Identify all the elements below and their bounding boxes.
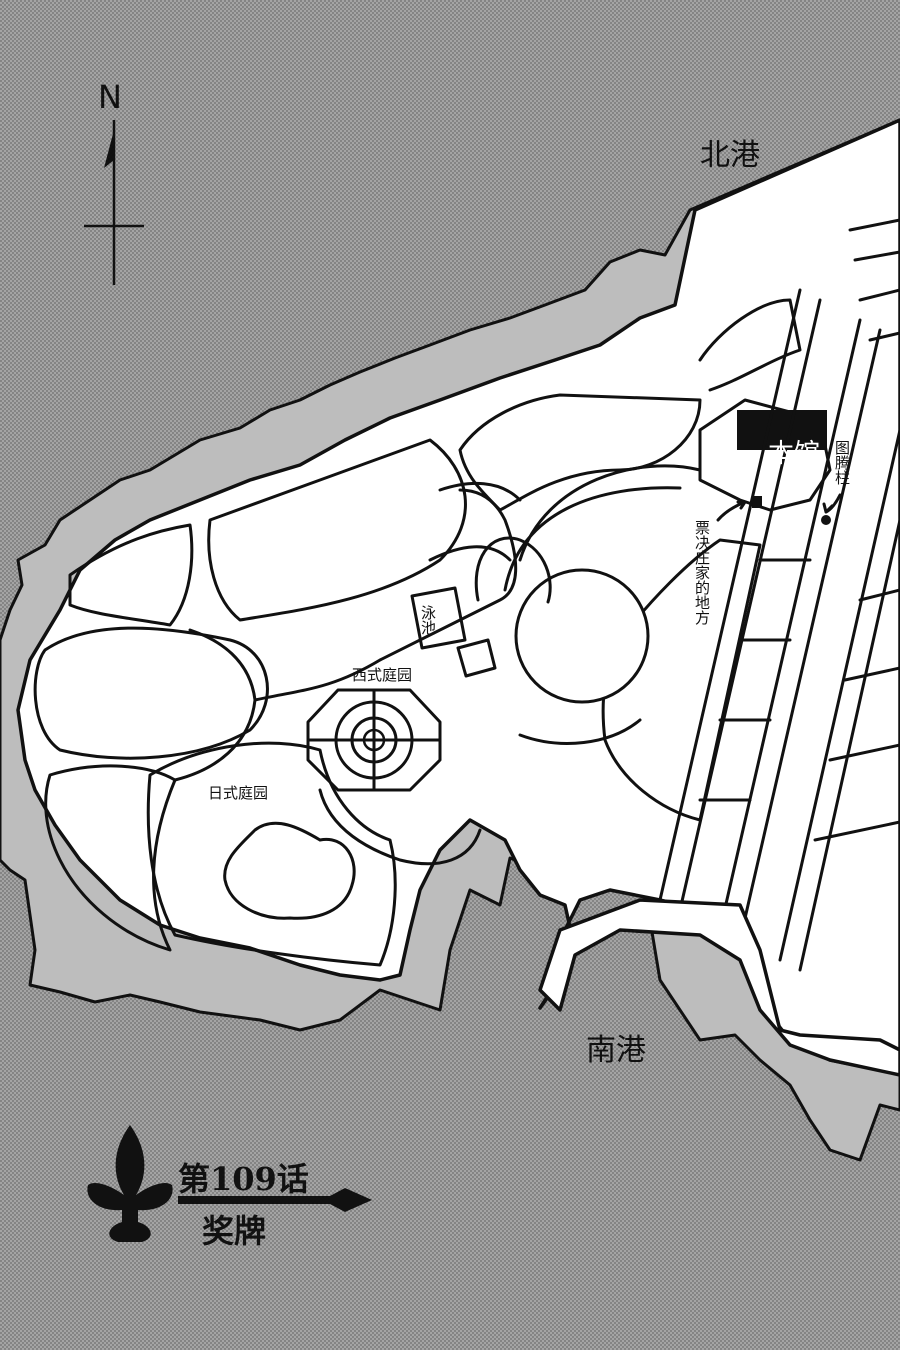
lawn-northwest	[68, 523, 194, 627]
ring-road	[503, 464, 702, 745]
totem-pole-marker	[821, 515, 831, 525]
circle-plaza	[514, 568, 650, 704]
duel-spot-label: 票决庄家的地方	[693, 520, 711, 626]
chapter-number: 第109话	[178, 1160, 309, 1198]
lawn-west	[33, 626, 269, 760]
north-port-label: 北港	[700, 138, 760, 173]
japanese-garden-label: 日式庭园	[208, 784, 268, 802]
compass-letter: N	[98, 78, 122, 116]
main-hall-grounds	[698, 398, 832, 512]
fleur-de-lis-emblem	[87, 1125, 173, 1242]
main-hall-building	[737, 410, 827, 450]
island	[16, 118, 900, 1072]
totem-arrow	[822, 493, 842, 514]
chapter-subtitle: 奖牌	[202, 1212, 266, 1250]
park-path-north	[428, 481, 522, 562]
pool-block	[410, 586, 467, 650]
western-garden-plan	[306, 688, 442, 792]
japanese-garden-pond	[223, 821, 356, 920]
totem-pole-label: 图腾柱	[833, 440, 851, 485]
south-port-label: 南港	[586, 1033, 646, 1068]
duel-arrow	[716, 500, 747, 522]
main-hall-label: 本馆	[768, 439, 820, 469]
south-pier	[538, 898, 900, 1077]
north-pier	[698, 298, 802, 392]
compass	[84, 120, 144, 285]
western-garden-label: 西式庭园	[352, 666, 412, 684]
lawn-japanese	[146, 741, 397, 967]
title-ribbon	[178, 1188, 372, 1212]
pool-label: 泳池	[419, 605, 437, 635]
pool-side-block	[456, 638, 497, 678]
pool-loop	[474, 536, 552, 604]
park-path-south	[318, 788, 482, 866]
lawn-southwest	[44, 764, 177, 952]
east-roads	[658, 218, 900, 972]
park-path-west	[173, 628, 257, 782]
duel-spot-marker	[752, 496, 762, 508]
park-path-main	[253, 488, 518, 702]
